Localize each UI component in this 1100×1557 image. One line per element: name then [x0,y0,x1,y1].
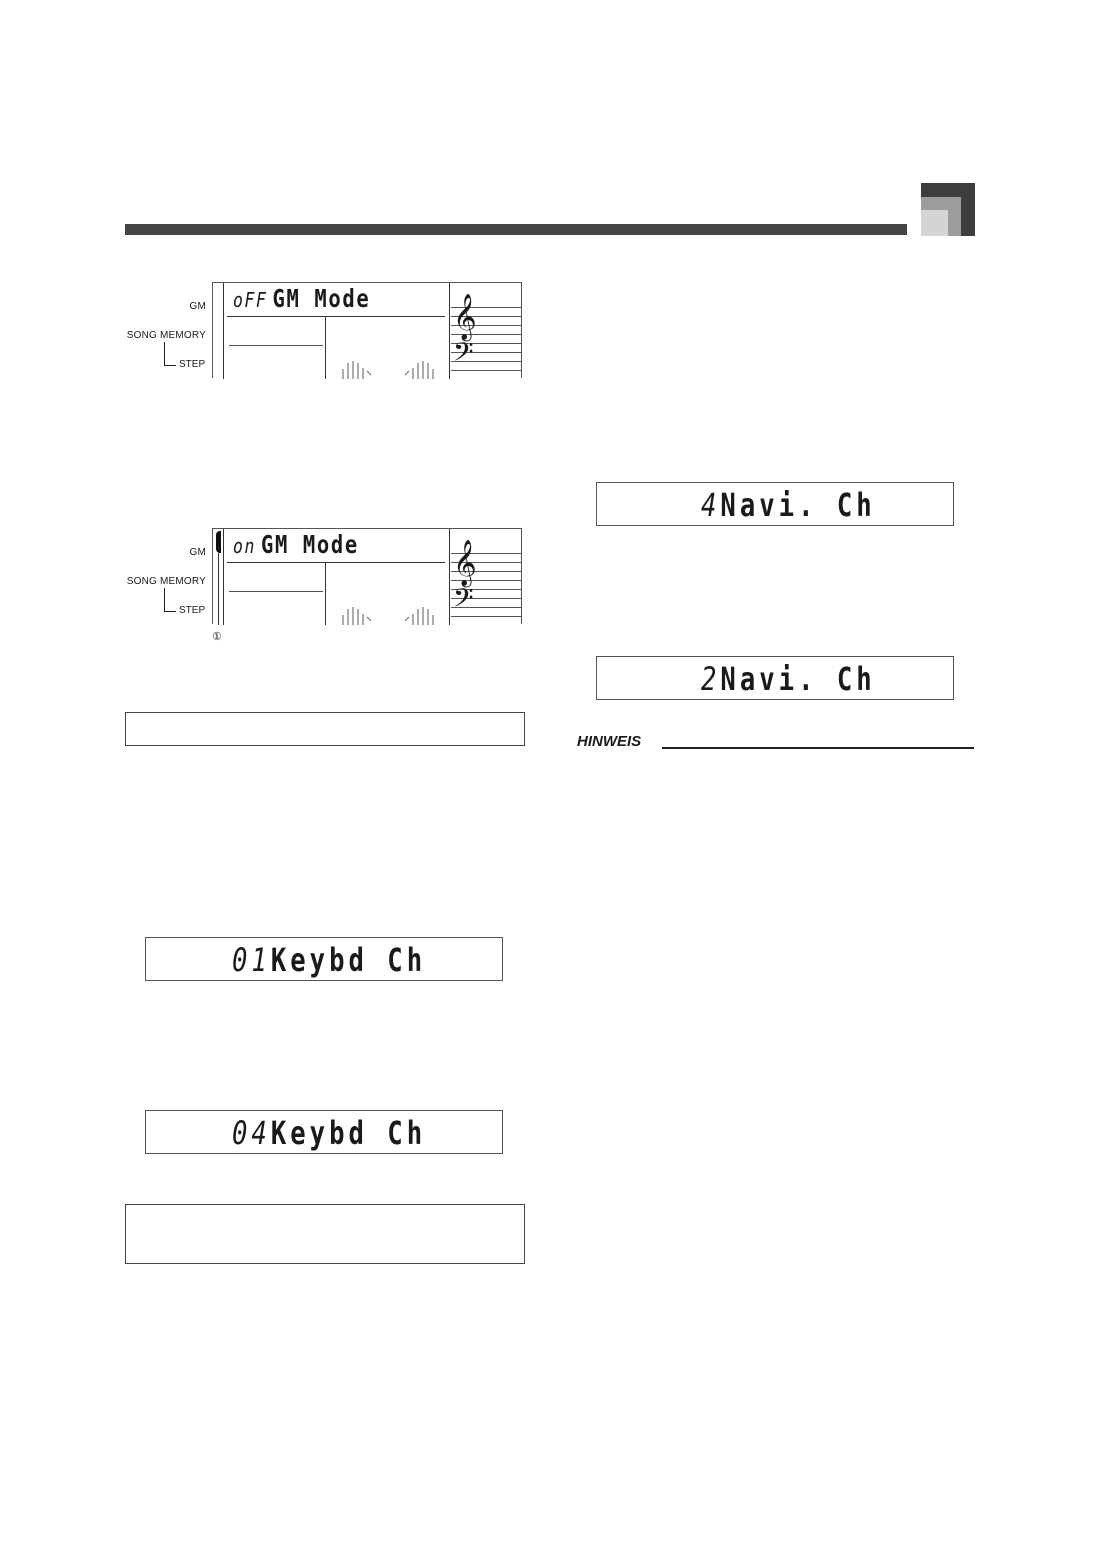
step-bracket-vertical [164,342,165,366]
header-rule [125,224,907,235]
left-hand-icon [342,361,372,379]
display-text: 2Navi. Ch [701,663,876,695]
bass-clef-icon: 𝄢 [453,582,474,620]
blank-frame-1 [125,712,525,746]
lcd-sub-line [229,345,323,346]
staff-divider [449,283,450,379]
lcd-divider [227,562,445,563]
callout-number: ① [212,631,222,643]
display-navi-ch-2: 2Navi. Ch [596,656,954,700]
display-value: 01 [232,941,271,979]
indicator-line [218,553,219,625]
display-label: Keybd Ch [270,1114,427,1152]
step-bracket-horizontal [164,611,176,612]
note-heading-rule [662,747,974,749]
label-step: STEP [179,605,206,616]
corner-tab-light [921,210,948,236]
left-hand-icon [342,607,372,625]
lcd-label: GM Mode [272,284,371,313]
step-bracket-vertical [164,588,165,612]
label-song-memory: SONG MEMORY [126,576,206,587]
display-value: 2 [701,660,721,698]
display-value: 4 [701,486,721,524]
staff-area: 𝄞 𝄢 [451,283,521,379]
right-hand-icon [404,361,434,379]
lcd-sub-line [229,591,323,592]
display-label: Navi. Ch [720,660,876,698]
label-gm: GM [189,547,206,558]
lcd-label: GM Mode [260,530,359,559]
display-text: 01Keybd Ch [232,944,426,976]
gm-indicator-marker [216,531,221,553]
blank-frame-2 [125,1204,525,1264]
lcd-split [325,317,326,379]
lcd-edge [223,283,224,379]
treble-clef-icon: 𝄞 [453,294,477,340]
lcd-value: oFF [233,288,268,312]
staff-divider [449,529,450,625]
step-bracket-horizontal [164,365,176,366]
treble-clef-icon: 𝄞 [453,540,477,586]
bass-clef-icon: 𝄢 [453,336,474,374]
lcd-divider [227,316,445,317]
lcd-split [325,563,326,625]
display-keybd-ch-04: 04Keybd Ch [145,1110,503,1154]
display-text: 04Keybd Ch [232,1117,426,1149]
label-song-memory: SONG MEMORY [126,330,206,341]
label-step: STEP [179,359,206,370]
note-heading: HINWEIS [577,733,642,750]
label-gm: GM [189,301,206,312]
display-value: 04 [232,1114,271,1152]
staff-area: 𝄞 𝄢 [451,529,521,625]
right-hand-icon [404,607,434,625]
lcd-edge [223,529,224,625]
lcd-value: on [233,534,257,558]
display-text: 4Navi. Ch [701,489,876,521]
display-label: Keybd Ch [270,941,427,979]
display-navi-ch-4: 4Navi. Ch [596,482,954,526]
display-label: Navi. Ch [720,486,876,524]
display-keybd-ch-01: 01Keybd Ch [145,937,503,981]
